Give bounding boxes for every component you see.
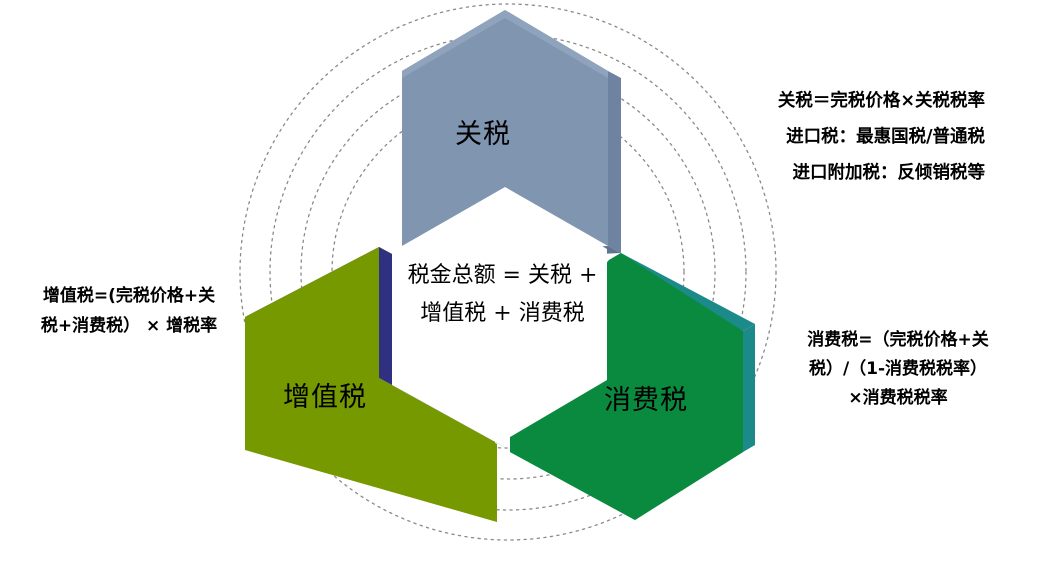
- segment-consumption-edge-right: [743, 324, 755, 452]
- note-tariff-line-2: 进口税：最惠国税/普通税: [786, 127, 985, 147]
- center-total-formula: 税金总额 = 关税 + 增值税 + 消费税: [380, 257, 625, 333]
- center-hexagon: [402, 190, 607, 440]
- segment-label-tariff: 关税: [455, 119, 511, 150]
- note-vat-line-2: 税+消费税） × 增税率: [40, 316, 218, 336]
- segment-label-vat: 增值税: [283, 382, 367, 413]
- background-arc: [239, 3, 777, 541]
- note-tariff: 关税＝完税价格×关税税率 进口税：最惠国税/普通税 进口附加税：反倾销税等: [640, 83, 985, 191]
- note-vat-line-1: 增值税=(完税价格+关: [42, 286, 216, 306]
- note-tariff-line-1: 关税＝完税价格×关税税率: [777, 91, 985, 111]
- background-arcs: [239, 3, 777, 541]
- note-tariff-line-3: 进口附加税：反倾销税等: [792, 163, 986, 183]
- note-consumption-line-3: ×消费税税率: [848, 388, 948, 408]
- segment-label-consumption: 消费税: [604, 385, 688, 416]
- background-arc: [331, 95, 685, 449]
- center-formula-line-1: 税金总额 = 关税 +: [407, 263, 598, 288]
- segment-vat-edge-lower: [379, 378, 508, 449]
- segment-vat-body: [245, 247, 497, 522]
- note-vat: 增值税=(完税价格+关 税+消费税） × 增税率: [0, 281, 258, 341]
- note-consumption-line-1: 消费税=（完税价格+关: [807, 330, 989, 350]
- segment-vat[interactable]: [245, 247, 508, 522]
- center-formula-line-2: 增值税 + 消费税: [420, 301, 585, 326]
- segment-vat-edge: [379, 247, 392, 385]
- segment-tariff-edge: [608, 71, 621, 253]
- background-arc: [300, 64, 716, 480]
- note-consumption-line-2: 税）/（1-消费税税率）: [808, 359, 988, 379]
- note-consumption: 消费税=（完税价格+关 税）/（1-消费税税率） ×消费税税率: [757, 326, 1039, 413]
- background-arc: [269, 33, 747, 511]
- segment-tariff-face: [402, 10, 608, 246]
